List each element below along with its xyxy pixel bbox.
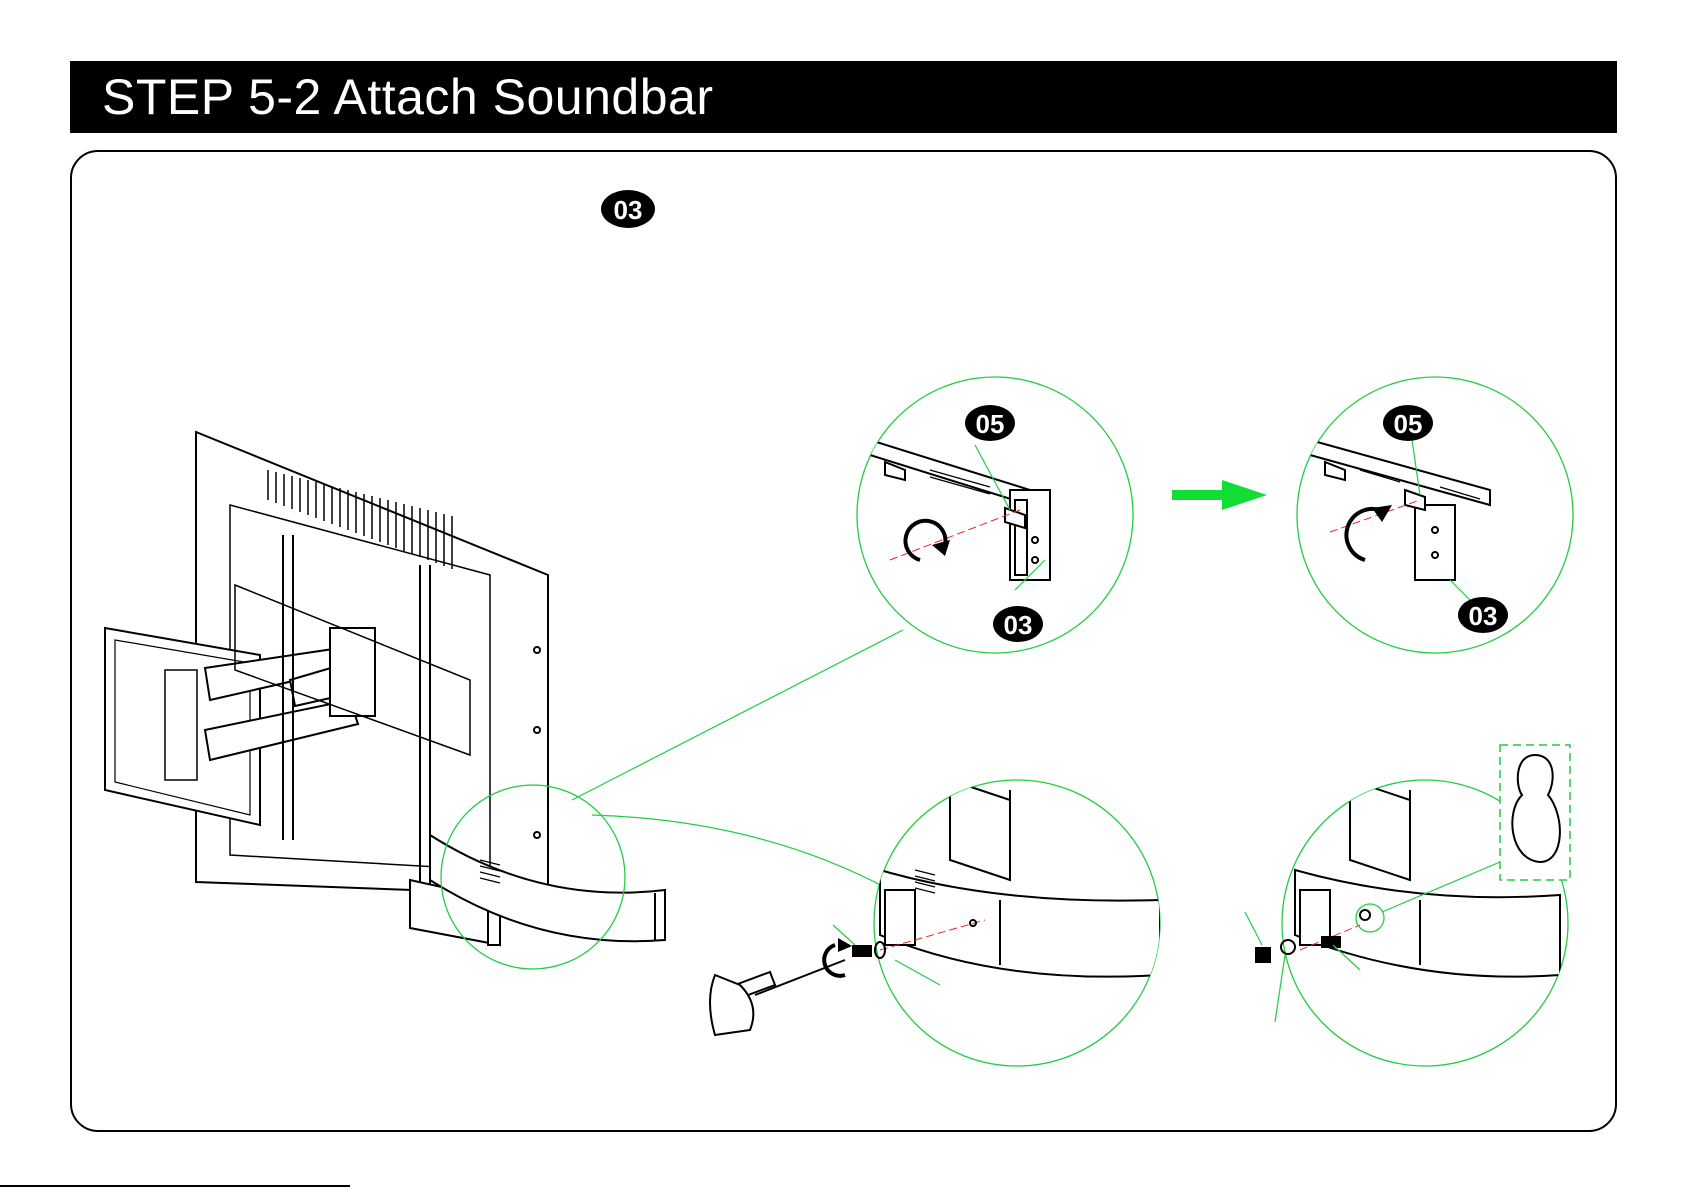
svg-text:03: 03 bbox=[1004, 610, 1033, 640]
leader-line-detail1 bbox=[572, 630, 903, 800]
detail-3-screw-soundbar bbox=[710, 780, 1160, 1066]
detail-2-tighten: 05 03 bbox=[1297, 377, 1573, 653]
svg-text:05: 05 bbox=[976, 409, 1005, 439]
svg-text:05: 05 bbox=[1394, 409, 1423, 439]
leader-line-detail3 bbox=[592, 815, 890, 890]
svg-text:03: 03 bbox=[614, 195, 643, 225]
detail-4-keyhole bbox=[1245, 745, 1570, 1066]
next-step-arrow-icon bbox=[1172, 480, 1267, 510]
svg-text:03: 03 bbox=[1469, 601, 1498, 631]
tv-with-mount-illustration bbox=[105, 432, 665, 945]
callout-top-03: 03 bbox=[601, 190, 655, 228]
detail-1-loosen: 05 03 bbox=[857, 377, 1133, 653]
